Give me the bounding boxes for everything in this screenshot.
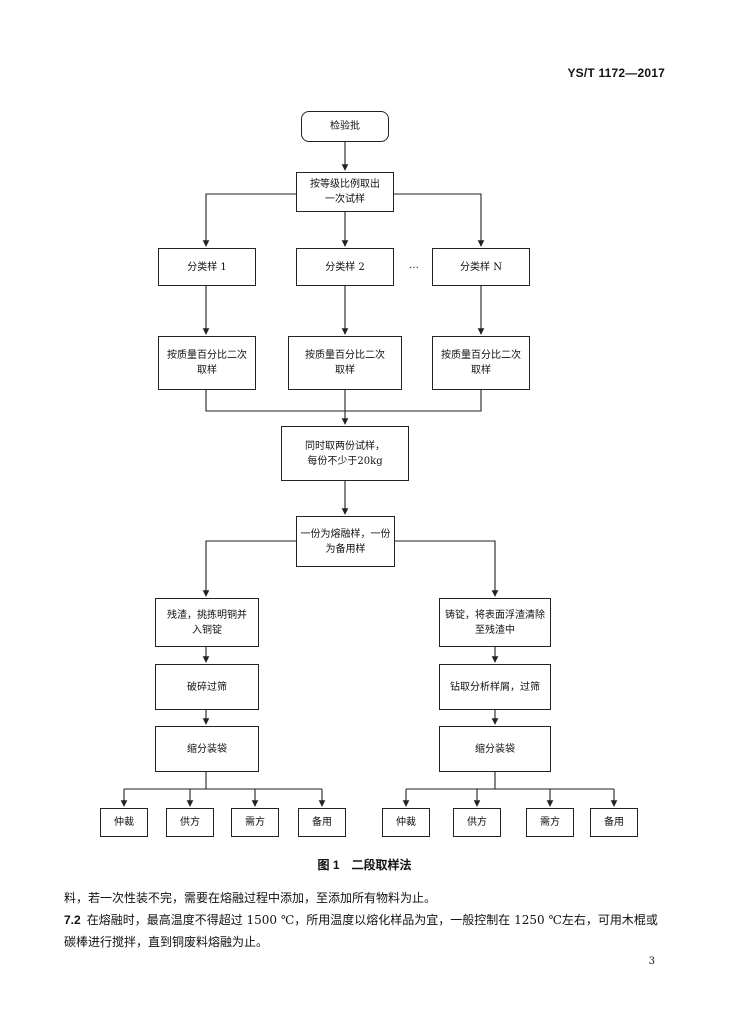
node-primary-sample: 按等级比例取出 一次试样 bbox=[296, 172, 394, 212]
leaf-right-supplier: 供方 bbox=[453, 808, 501, 837]
figure-caption: 图 1 二段取样法 bbox=[317, 858, 412, 872]
leaf-left-arbitration: 仲裁 bbox=[100, 808, 148, 837]
node-right-divide-bag: 缩分装袋 bbox=[439, 726, 551, 772]
node-left-crush-sieve: 破碎过筛 bbox=[155, 664, 259, 710]
body-paragraph-continuation: 料，若一次性装不完，需要在熔融过程中添加，至添加所有物料为止。 bbox=[64, 891, 437, 905]
node-right-drill-sieve: 钻取分析样屑，过筛 bbox=[439, 664, 551, 710]
node-split-samples: 一份为熔融样，一份 为备用样 bbox=[296, 516, 395, 567]
section-number: 7.2 bbox=[64, 913, 81, 927]
node-take-two-samples: 同时取两份试样， 每份不少于20kg bbox=[281, 426, 409, 481]
node-inspection-batch: 检验批 bbox=[301, 111, 389, 142]
standard-code: YS/T 1172—2017 bbox=[567, 66, 665, 80]
node-left-residue: 残渣，挑拣明铜并 入铜锭 bbox=[155, 598, 259, 647]
section-text: 在熔融时，最高温度不得超过 1500 ℃，所用温度以熔化样品为宜，一般控制在 1… bbox=[64, 913, 658, 949]
leaf-right-reserve: 备用 bbox=[590, 808, 638, 837]
node-secondary-sample-2: 按质量百分比二次 取样 bbox=[288, 336, 402, 390]
node-class-sample-2: 分类样 2 bbox=[296, 248, 394, 286]
leaf-left-reserve: 备用 bbox=[298, 808, 346, 837]
node-class-sample-n: 分类样 N bbox=[432, 248, 530, 286]
leaf-left-supplier: 供方 bbox=[166, 808, 214, 837]
node-right-ingot: 铸锭，将表面浮渣清除 至残渣中 bbox=[439, 598, 551, 647]
page-number: 3 bbox=[648, 956, 655, 967]
leaf-left-buyer: 需方 bbox=[231, 808, 279, 837]
leaf-right-buyer: 需方 bbox=[526, 808, 574, 837]
class-ellipsis: … bbox=[409, 260, 419, 271]
node-class-sample-1: 分类样 1 bbox=[158, 248, 256, 286]
node-secondary-sample-n: 按质量百分比二次 取样 bbox=[432, 336, 530, 390]
node-secondary-sample-1: 按质量百分比二次 取样 bbox=[158, 336, 256, 390]
leaf-right-arbitration: 仲裁 bbox=[382, 808, 430, 837]
node-left-divide-bag: 缩分装袋 bbox=[155, 726, 259, 772]
